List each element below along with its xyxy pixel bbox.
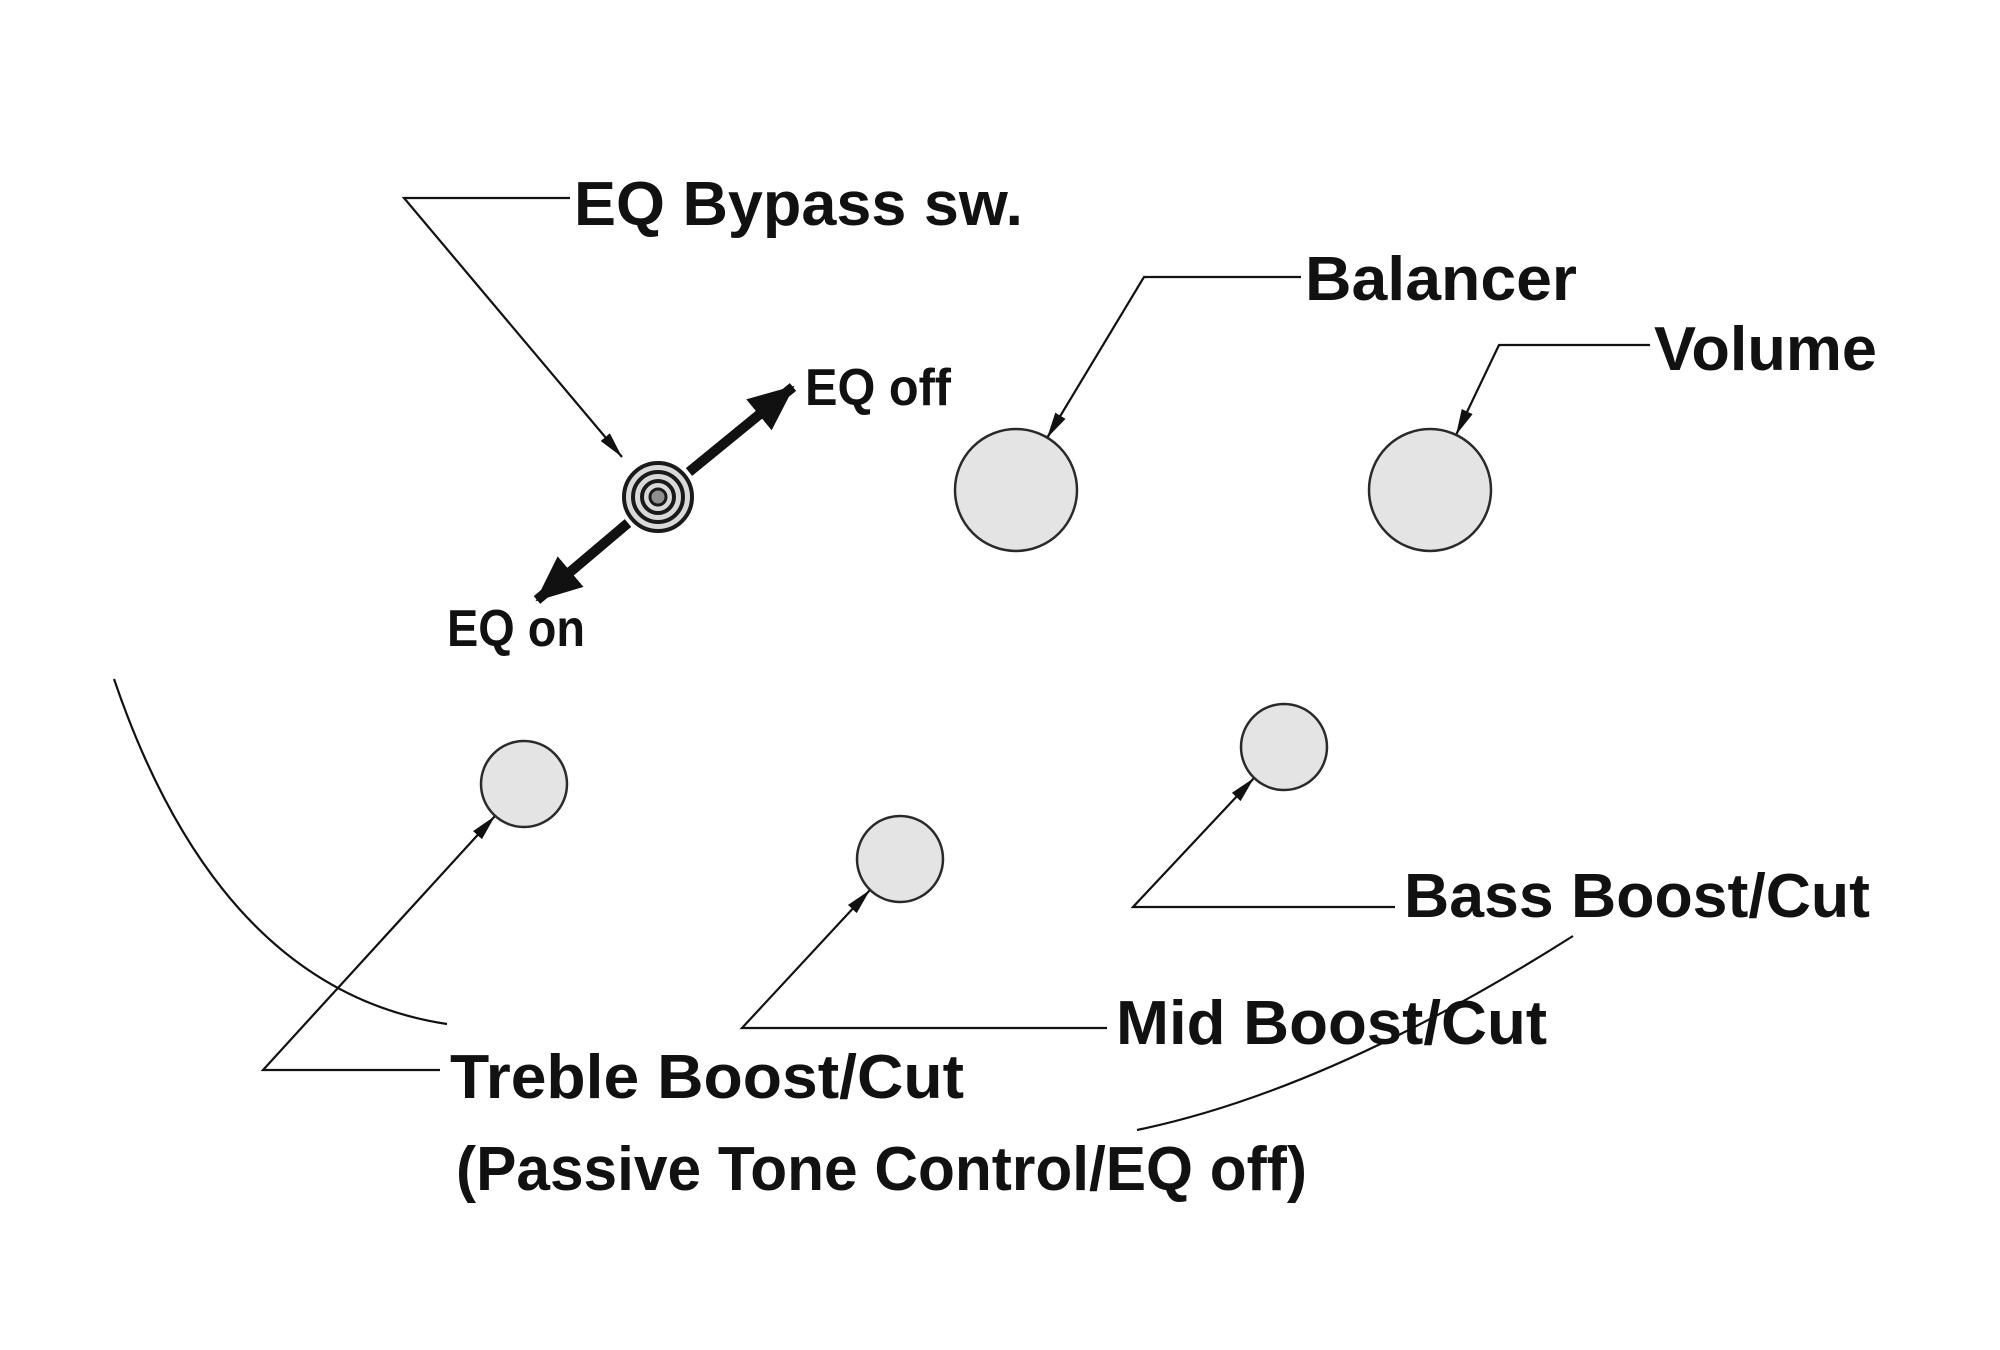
balancer-knob — [953, 427, 1079, 553]
mid-pointer-line — [739, 889, 1107, 1030]
eq-bypass-label: EQ Bypass sw. — [574, 170, 1023, 239]
eq-on-arrow-icon — [533, 519, 632, 604]
eq-bypass-pointer-line — [401, 196, 623, 458]
treble-boost-cut-label: Treble Boost/Cut — [450, 1043, 964, 1112]
eq-off-label: EQ off — [805, 359, 952, 417]
bass-pointer-line — [1130, 777, 1395, 909]
treble-note-label: (Passive Tone Control/EQ off) — [456, 1135, 1307, 1204]
bass-knob — [1239, 702, 1329, 792]
eq-bypass-switch — [622, 461, 694, 533]
volume-label: Volume — [1654, 315, 1877, 384]
bass-boost-cut-label: Bass Boost/Cut — [1404, 862, 1870, 931]
mid-boost-cut-label: Mid Boost/Cut — [1116, 989, 1547, 1058]
mid-knob — [855, 814, 945, 904]
body-outline-curve-left — [112, 678, 448, 1026]
body-outline-curve-right — [1136, 935, 1574, 1132]
balancer-pointer-line — [1046, 275, 1301, 439]
treble-knob — [479, 739, 569, 829]
eq-off-arrow-icon — [685, 383, 797, 476]
balancer-label: Balancer — [1305, 245, 1577, 314]
eq-bypass-switch-ring — [640, 479, 676, 515]
eq-on-label: EQ on — [447, 600, 585, 658]
volume-knob — [1367, 427, 1493, 553]
eq-bypass-switch-center — [648, 487, 668, 507]
volume-pointer-line — [1455, 343, 1650, 436]
eq-bypass-switch-ring — [631, 470, 685, 524]
treble-pointer-line — [260, 815, 496, 1072]
